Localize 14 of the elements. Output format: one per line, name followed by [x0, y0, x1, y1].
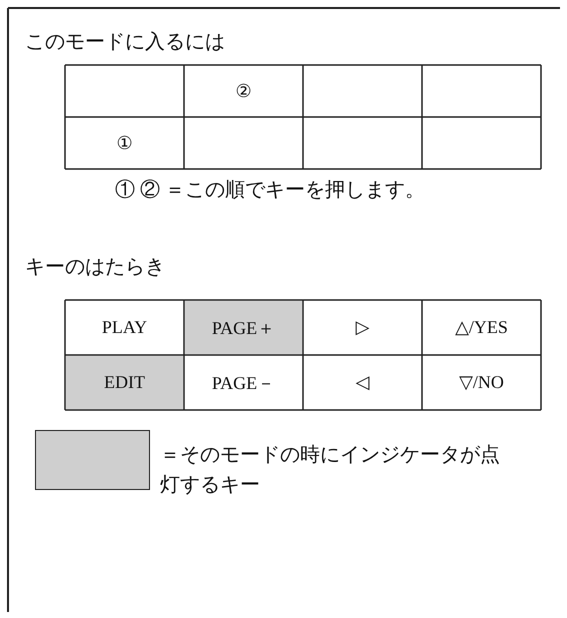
key-label: ▷ [356, 317, 370, 338]
step-number: ② [236, 80, 252, 102]
highlighted-key: EDIT [66, 356, 183, 409]
key-label: PLAY [102, 317, 148, 338]
key-label: ◁ [356, 372, 370, 393]
section-heading: このモードに入るには [25, 30, 225, 55]
key-label: ▽/NO [459, 372, 504, 393]
section-heading: キーのはたらき [25, 255, 165, 280]
highlighted-key: PAGE＋ [185, 301, 302, 354]
note-text: ① ② ＝この順でキーを押します。 [115, 178, 425, 203]
legend-text: ＝そのモードの時にインジケータが点灯するキー [160, 443, 500, 498]
key-label: PAGE－ [212, 372, 276, 394]
step-number: ① [116, 132, 132, 154]
key-label: △/YES [455, 317, 508, 338]
